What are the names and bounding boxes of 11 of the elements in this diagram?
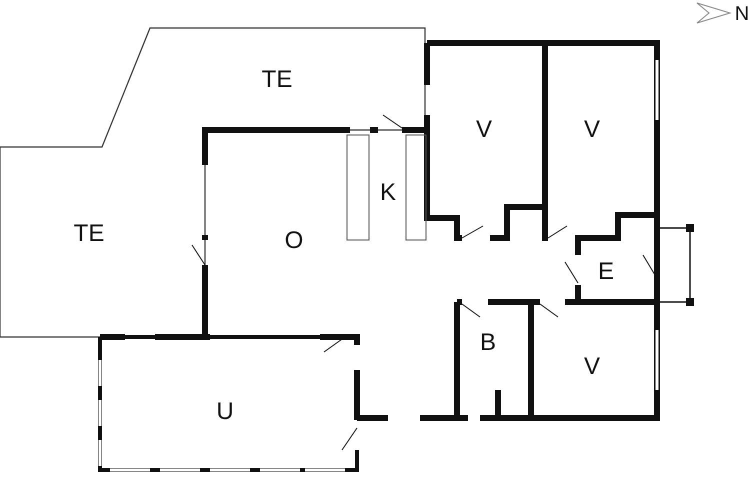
north-label: N: [734, 4, 750, 24]
room-label: E: [598, 260, 614, 284]
room-label: V: [476, 118, 492, 142]
room-label: K: [380, 181, 396, 205]
room-label: V: [584, 118, 600, 142]
room-label: B: [480, 331, 496, 355]
room-label: U: [216, 400, 234, 424]
room-label: TE: [262, 68, 292, 92]
room-label: V: [584, 355, 600, 379]
room-label: TE: [74, 222, 104, 246]
room-label: O: [284, 229, 304, 253]
